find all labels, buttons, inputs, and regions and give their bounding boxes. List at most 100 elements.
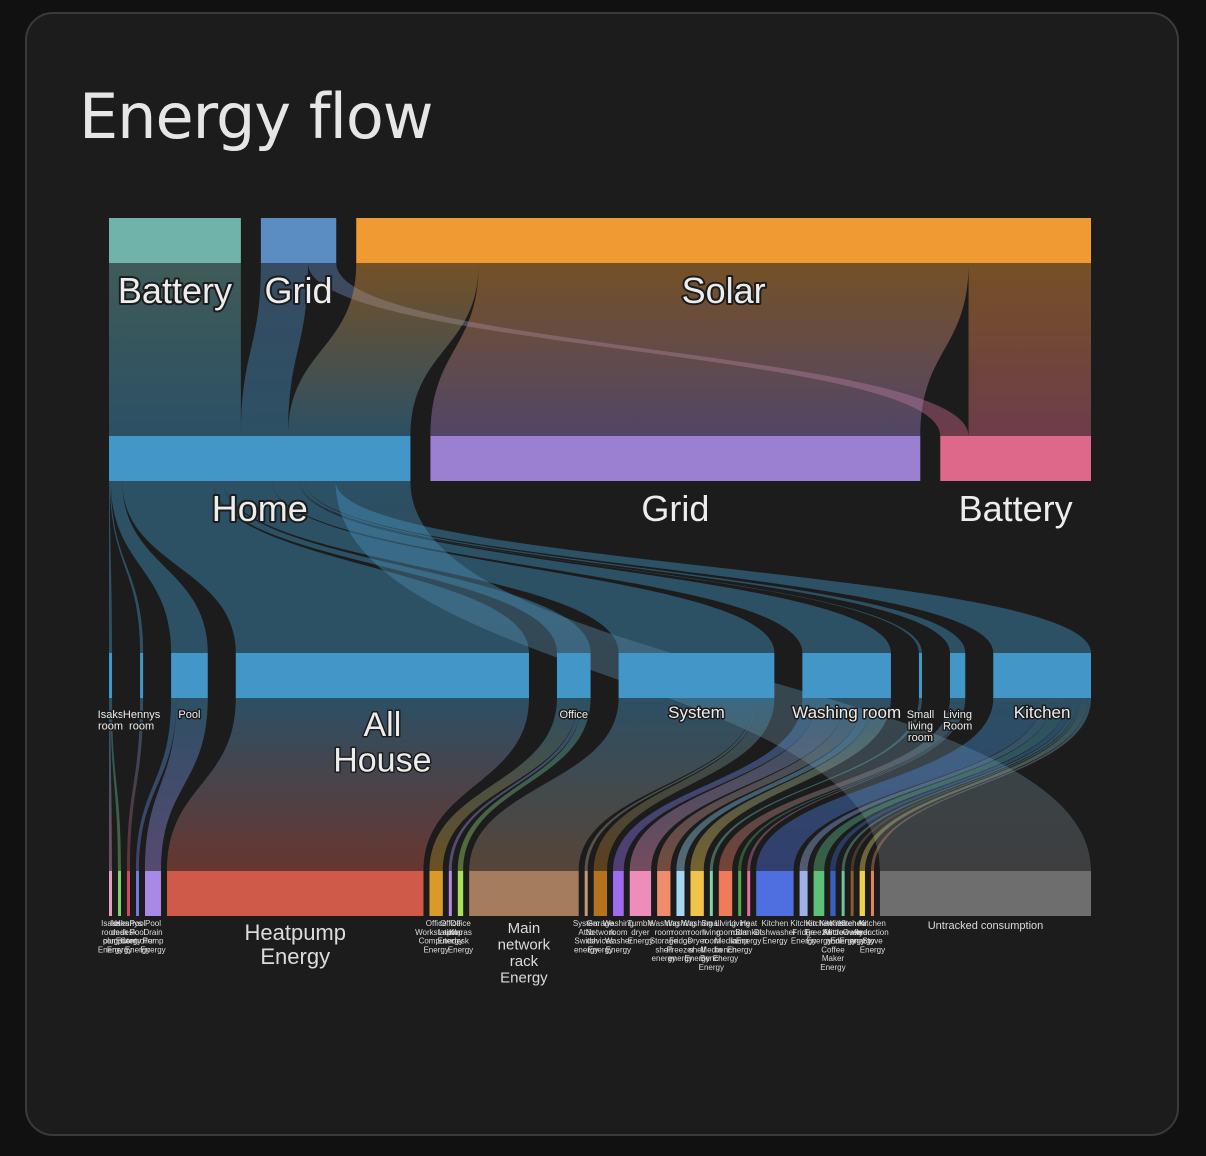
node-air-fryer-energy-bar[interactable] <box>859 871 865 916</box>
node-pool-bar[interactable] <box>171 653 208 698</box>
link-home-to-washing-room <box>272 481 891 653</box>
node-solar-bar[interactable] <box>356 218 1091 263</box>
link-washing-room-to-washing-room-washer-energy <box>613 698 817 871</box>
node-isaks-room-plug-energy-bar[interactable] <box>109 871 112 916</box>
node-battery-bar[interactable] <box>940 436 1091 481</box>
node-office-klaras-desk-energy-bar[interactable] <box>457 871 464 916</box>
node-kitchen-kettle-and-coffee-maker-energy-bar[interactable] <box>830 871 836 916</box>
link-solar-to-grid <box>430 263 969 436</box>
nodes-layer <box>109 218 1091 916</box>
node-kitchen-dishwasher-energy-bar[interactable] <box>756 871 794 916</box>
node-garage-network-devices-energy-bar[interactable] <box>593 871 608 916</box>
link-home-to-all-house <box>122 481 529 653</box>
link-washing-room-to-tumble-dryer-energy <box>629 698 845 871</box>
link-washing-room-to-washing-room-fridge-freezer-energy <box>676 698 874 871</box>
node-isaks-room-bar[interactable] <box>109 653 113 698</box>
link-isaks-room-to-isaks-desk-computer-energy <box>110 698 121 871</box>
node-washing-room-dryer-shelf-energy-bar[interactable] <box>690 871 704 916</box>
link-home-to-small-living-room <box>299 481 922 653</box>
node-washing-room-washer-energy-bar[interactable] <box>613 871 624 916</box>
link-pool-to-pool-pool-controller-energy <box>136 698 177 871</box>
node-system-label: System <box>668 703 725 722</box>
node-washing-room-bar[interactable] <box>802 653 891 698</box>
node-heat-blanket-energy-bar[interactable] <box>747 871 751 916</box>
node-office-laptop-energy-bar[interactable] <box>448 871 452 916</box>
node-grid-label: Grid <box>641 488 709 529</box>
node-untracked-consumption-label: Untracked consumption <box>928 920 1044 932</box>
node-living-room-lamp-energy-bar[interactable] <box>738 871 742 916</box>
node-battery-bar[interactable] <box>109 218 241 263</box>
node-kitchen-oven-energy-bar[interactable] <box>850 871 854 916</box>
node-kitchen-bar[interactable] <box>993 653 1091 698</box>
node-small-living-room-bar[interactable] <box>918 653 922 698</box>
link-kitchen-to-kitchen-induction-stove-energy <box>870 698 1091 871</box>
link-system-to-system-attic-switch-energy <box>584 698 758 871</box>
node-washing-room-fridge-freezer-energy-bar[interactable] <box>676 871 685 916</box>
links-layer <box>109 263 1092 871</box>
node-hennys-room-bar[interactable] <box>140 653 144 698</box>
node-grid-label: Grid <box>265 270 333 311</box>
link-kitchen-to-kitchen-freezer-energy <box>813 698 1067 871</box>
node-office-bar[interactable] <box>556 653 591 698</box>
node-isaks-desk-computer-energy-bar[interactable] <box>118 871 121 916</box>
node-tumble-dryer-energy-bar[interactable] <box>629 871 652 916</box>
node-living-room-bar[interactable] <box>949 653 966 698</box>
card-title: Energy flow <box>79 80 433 153</box>
node-washing-room-label: Washing room <box>792 703 901 722</box>
node-grid-bar[interactable] <box>430 436 921 481</box>
link-home-to-living-room <box>300 481 966 653</box>
node-kitchen-microwave-energy-bar[interactable] <box>841 871 845 916</box>
node-all-house-bar[interactable] <box>235 653 529 698</box>
link-battery-to-home <box>109 263 241 436</box>
node-hennys-desk-energy-bar[interactable] <box>127 871 130 916</box>
node-battery-label: Battery <box>118 270 232 311</box>
node-kitchen-fridge-energy-bar[interactable] <box>799 871 808 916</box>
node-kitchen-label: Kitchen <box>1014 703 1071 722</box>
link-solar-to-battery <box>968 263 1091 436</box>
link-pool-to-pool-drain-pump-energy <box>145 698 208 871</box>
node-home-bar[interactable] <box>109 436 411 481</box>
node-office-workstation-computer-energy-bar[interactable] <box>429 871 443 916</box>
link-living-room-to-heat-blanket-energy <box>747 698 966 871</box>
link-home-to-kitchen <box>305 481 1092 653</box>
node-grid-bar[interactable] <box>260 218 337 263</box>
link-grid-to-home <box>240 263 308 436</box>
node-pool-drain-pump-energy-bar[interactable] <box>145 871 162 916</box>
link-solar-to-home <box>287 263 479 436</box>
link-hennys-room-to-hennys-desk-energy <box>127 698 144 871</box>
node-main-network-rack-energy-bar[interactable] <box>469 871 579 916</box>
node-kitchen-induction-stove-energy-bar[interactable] <box>870 871 874 916</box>
node-system-bar[interactable] <box>618 653 775 698</box>
link-kitchen-to-kitchen-oven-energy <box>850 698 1081 871</box>
link-system-to-main-network-rack-energy <box>469 698 755 871</box>
node-kitchen-freezer-energy-bar[interactable] <box>813 871 825 916</box>
node-pool-pool-controller-energy-bar[interactable] <box>136 871 139 916</box>
node-untracked-consumption-bar[interactable] <box>879 871 1091 916</box>
node-system-attic-switch-energy-bar[interactable] <box>584 871 588 916</box>
node-washing-room-storage-shelf-energy-bar[interactable] <box>657 871 671 916</box>
node-small-living-room-media-bench-energy-bar[interactable] <box>709 871 713 916</box>
node-heatpump-energy-bar[interactable] <box>167 871 424 916</box>
node-living-room-media-bench-energy-bar[interactable] <box>718 871 733 916</box>
node-office-label: Office <box>560 709 589 721</box>
